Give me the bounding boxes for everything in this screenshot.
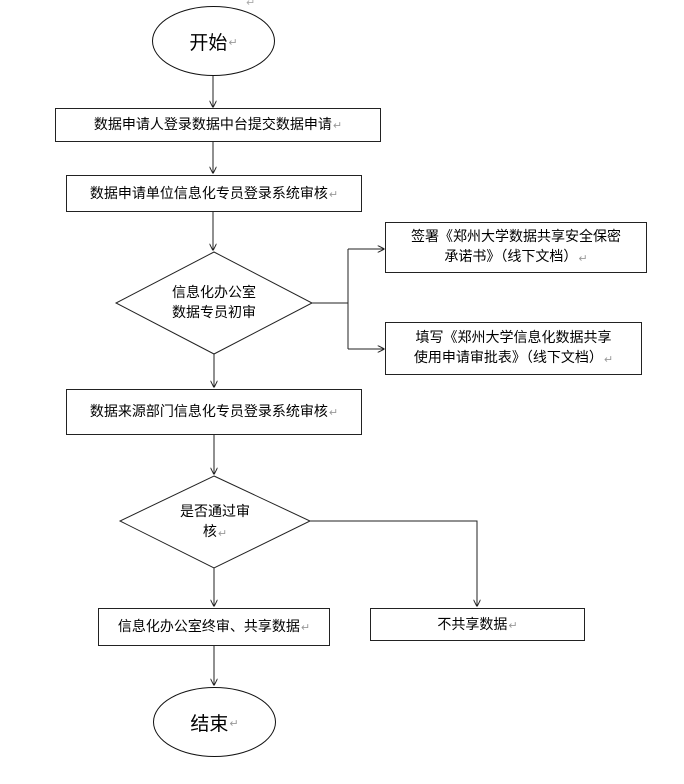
paragraph-mark: ↵ bbox=[603, 353, 614, 366]
paragraph-mark: ↵ bbox=[332, 119, 343, 132]
fill-line1: 填写《郑州大学信息化数据共享 bbox=[415, 330, 612, 346]
step-submit-application: 数据申请人登录数据中台提交数据申请↵ bbox=[55, 108, 381, 142]
paragraph-mark: ↵ bbox=[328, 406, 339, 419]
initial-review-line1: 信息化办公室 bbox=[172, 285, 256, 301]
initial-review-text: 信息化办公室 数据专员初审 bbox=[144, 283, 284, 323]
paragraph-mark: ↵ bbox=[217, 527, 228, 540]
step-final-review-share: 信息化办公室终审、共享数据↵ bbox=[98, 608, 330, 646]
step-submit-label: 数据申请人登录数据中台提交数据申请 bbox=[93, 117, 332, 133]
step-source-review: 数据来源部门信息化专员登录系统审核↵ bbox=[66, 389, 362, 435]
step-unit-review-label: 数据申请单位信息化专员登录系统审核 bbox=[89, 185, 328, 202]
paragraph-mark: ↵ bbox=[300, 621, 311, 634]
approved-text: 是否通过审 核↵ bbox=[160, 502, 270, 543]
step-fill-approval-form: 填写《郑州大学信息化数据共享 使用申请审批表》（线下文档）↵ bbox=[385, 322, 642, 375]
sign-line2: 承诺书》（线下文档） bbox=[444, 249, 578, 265]
start-label: 开始 bbox=[189, 31, 228, 54]
arrow-approved-to-not-shared bbox=[310, 520, 477, 606]
step-source-review-label: 数据来源部门信息化专员登录系统审核 bbox=[89, 404, 328, 420]
paragraph-mark: ↵ bbox=[508, 618, 518, 632]
step-unit-review: 数据申请单位信息化专员登录系统审核↵ bbox=[66, 175, 362, 212]
step-not-shared: 不共享数据↵ bbox=[370, 608, 585, 641]
fill-line2: 使用申请审批表》（线下文档） bbox=[413, 350, 603, 366]
paragraph-mark: ↵ bbox=[328, 187, 339, 201]
end-node: 结束↵ bbox=[153, 687, 276, 757]
paragraph-mark: ↵ bbox=[229, 716, 239, 730]
step-not-shared-label: 不共享数据 bbox=[437, 616, 508, 633]
approved-line1: 是否通过审 bbox=[180, 504, 250, 520]
approved-line2: 核 bbox=[202, 524, 217, 540]
paragraph-mark: ↵ bbox=[578, 252, 588, 265]
end-label: 结束 bbox=[190, 712, 229, 735]
start-node: 开始↵ bbox=[152, 6, 275, 76]
paragraph-mark: ↵ bbox=[228, 35, 238, 49]
sign-line1: 签署《郑州大学数据共享安全保密 bbox=[411, 229, 621, 245]
step-sign-confidentiality: 签署《郑州大学数据共享安全保密 承诺书》（线下文档）↵ bbox=[385, 222, 647, 273]
initial-review-line2: 数据专员初审 bbox=[172, 305, 256, 321]
paragraph-mark: ↵ bbox=[246, 0, 256, 9]
step-final-review-label: 信息化办公室终审、共享数据 bbox=[117, 619, 300, 635]
